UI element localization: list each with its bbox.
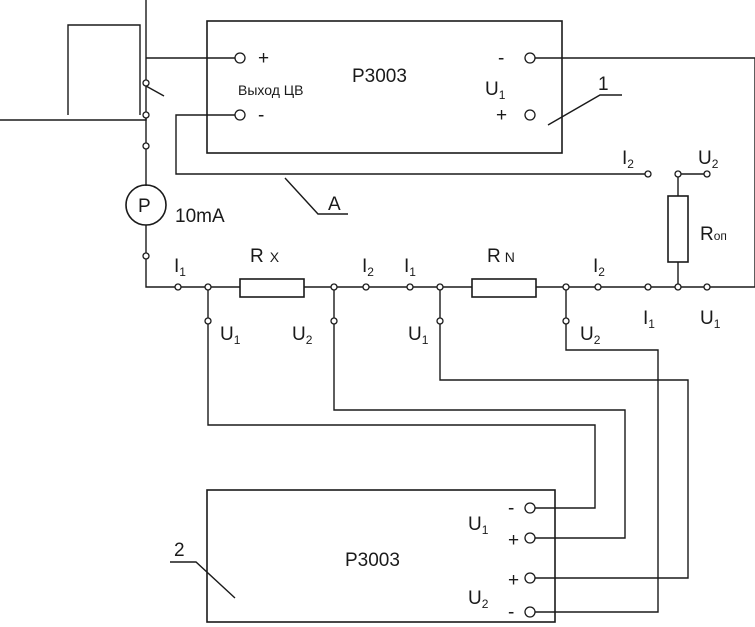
wire-rx-u1-to-u1-minus xyxy=(207,324,596,509)
top-output-minus-sign: - xyxy=(258,105,264,126)
switch-terminal-bottom xyxy=(142,111,150,119)
bus-terminals xyxy=(174,283,711,291)
bottom-u2-plus-terminal xyxy=(524,572,536,584)
ammeter-range: 10mA xyxy=(175,206,225,227)
rn-u2-label: U2 xyxy=(580,324,601,347)
ammeter-p: P xyxy=(125,184,167,226)
rx-u2-label: U2 xyxy=(292,324,313,347)
rn-u1-terminal xyxy=(436,317,444,325)
wire-rn-u2-to-u2-minus xyxy=(535,324,659,613)
rn-u2-terminal xyxy=(562,317,570,325)
callout-a: A xyxy=(284,177,348,215)
bottom-u2-label: U2 xyxy=(468,588,489,611)
top-u-plus-sign: + xyxy=(496,105,507,126)
bottom-u2-minus-sign: - xyxy=(508,602,514,623)
bottom-u1-minus-sign: - xyxy=(508,498,514,519)
bottom-u1-plus-terminal xyxy=(524,532,536,544)
resistor-rop: Rоп xyxy=(667,174,727,287)
top-output-plus-terminal xyxy=(234,52,246,64)
bottom-u2-plus-sign: + xyxy=(508,570,519,591)
callout-a-label: A xyxy=(328,194,341,215)
top-device-model: Р3003 xyxy=(352,66,407,87)
bottom-u1-plus-sign: + xyxy=(508,530,519,551)
rn-u1-label: U1 xyxy=(408,324,429,347)
rop-i2-terminal xyxy=(644,170,652,178)
rx-i2-label: I2 xyxy=(362,256,374,279)
rn-i1-label: I1 xyxy=(404,256,416,279)
bottom-device-p3003: Р3003 - U1 + + U2 - xyxy=(206,489,556,623)
rop-u1-label: U1 xyxy=(700,308,721,331)
rx-i1-label: I1 xyxy=(174,256,186,279)
callout-2: 2 xyxy=(170,540,236,599)
wire-rx-u2-to-u1-plus xyxy=(333,324,626,539)
rx-u1-terminal xyxy=(204,317,212,325)
meter-terminal-top xyxy=(142,142,150,150)
top-output-minus-terminal xyxy=(234,109,246,121)
rx-u2-terminal xyxy=(330,317,338,325)
switch-lever xyxy=(145,85,165,97)
meter-terminal-bottom xyxy=(142,252,150,260)
top-u-label: U1 xyxy=(485,79,506,102)
rop-junction-terminal xyxy=(674,170,682,178)
top-output-label: Выход ЦВ xyxy=(238,82,303,98)
wire-output-minus xyxy=(175,114,645,175)
top-u-plus-terminal xyxy=(524,109,536,121)
rn-i2-label: I2 xyxy=(593,256,605,279)
top-u-minus-sign: - xyxy=(498,48,504,69)
top-u-minus-terminal xyxy=(524,52,536,64)
wire-meter-to-bus xyxy=(145,259,178,288)
resistor-rop-label: Rоп xyxy=(700,224,727,245)
top-output-plus-sign: + xyxy=(258,48,269,69)
callout-1: 1 xyxy=(547,74,622,126)
rop-i1-label: I1 xyxy=(643,308,655,331)
rop-i2-label: I2 xyxy=(622,148,634,171)
callout-2-label: 2 xyxy=(174,540,185,561)
bottom-u2-minus-terminal xyxy=(524,606,536,618)
rx-u1-label: U1 xyxy=(220,324,241,347)
switch-terminal-top xyxy=(142,79,150,87)
wire-rn-u1-to-u2-plus xyxy=(439,324,689,579)
bottom-u1-label: U1 xyxy=(468,514,489,537)
top-device-p3003: Р3003 + Выход ЦВ - - U1 + xyxy=(206,20,563,154)
power-switch-box xyxy=(0,0,165,121)
ammeter-symbol: P xyxy=(138,196,151,217)
bottom-u1-minus-terminal xyxy=(524,502,536,514)
callout-1-label: 1 xyxy=(598,74,609,95)
wire-u1-to-rop xyxy=(713,58,755,288)
bottom-device-model: Р3003 xyxy=(345,550,400,571)
rop-u2-label: U2 xyxy=(698,148,719,171)
rop-u2-terminal xyxy=(703,170,711,178)
